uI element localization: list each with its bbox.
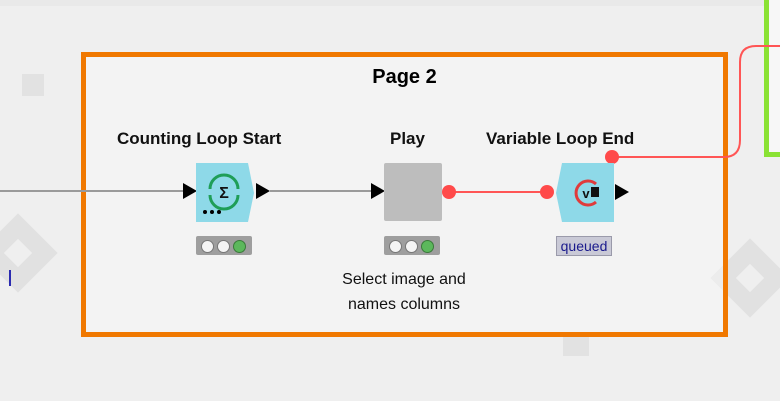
workflow-annotation-green[interactable]: [764, 0, 780, 157]
canvas-edge-marker: [9, 270, 11, 286]
node-status-label: queued: [556, 236, 612, 256]
node-label: Play: [390, 129, 425, 148]
input-port: [371, 183, 385, 199]
node-label: Counting Loop Start: [117, 129, 282, 148]
variable-output-port: [442, 185, 456, 199]
node-label: Variable Loop End: [486, 129, 635, 148]
background-decoration: [22, 74, 44, 96]
variable-loop-end-icon: [574, 179, 597, 207]
input-port: [183, 183, 197, 199]
variable-output-port: [605, 150, 619, 164]
svg-text:Σ: Σ: [219, 185, 229, 202]
sigma-loop-icon: [208, 173, 240, 190]
background-decoration: [0, 0, 780, 6]
annotation-title: Page 2: [372, 66, 437, 88]
node-status-indicator: [384, 236, 440, 255]
output-port: [615, 184, 629, 200]
variable-connection: [612, 45, 780, 158]
counting-loop-start-node[interactable]: Σ: [196, 163, 256, 223]
svg-text:v: v: [582, 186, 590, 201]
variable-input-port: [540, 185, 554, 199]
play-component-node[interactable]: [384, 163, 442, 221]
node-description: Select image and names columns: [342, 271, 466, 313]
node-status-indicator: [196, 236, 252, 255]
variable-loop-end-node[interactable]: v: [556, 163, 616, 223]
output-port: [256, 183, 270, 199]
background-decoration: [563, 336, 589, 356]
